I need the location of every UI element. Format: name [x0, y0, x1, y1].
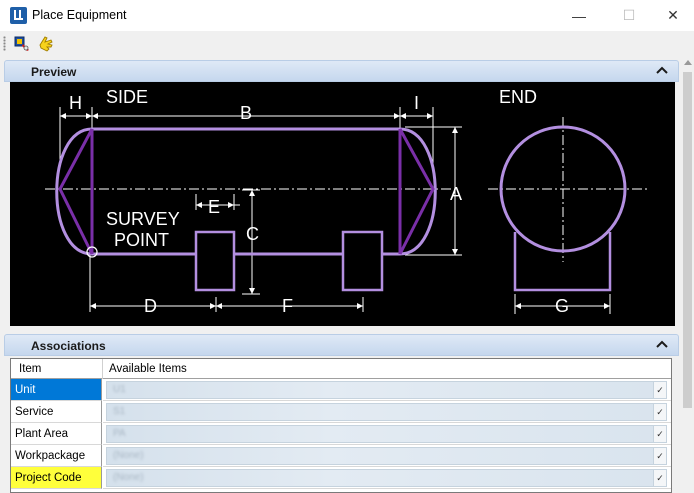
close-button[interactable]: ✕: [667, 7, 679, 23]
row-cell-available: U1 ✓: [103, 379, 671, 401]
row-cell-available: PA ✓: [103, 423, 671, 445]
left-head-cone: [58, 128, 94, 255]
window-title: Place Equipment: [32, 8, 127, 22]
preview-section-header[interactable]: Preview: [4, 60, 679, 82]
place-equipment-button[interactable]: [12, 34, 32, 54]
plant-area-dropdown-value: PA: [113, 428, 126, 439]
label-h: H: [69, 93, 82, 113]
row-label-service[interactable]: Service: [11, 401, 102, 423]
toolbar: [0, 31, 694, 56]
table-row[interactable]: Service S1 ✓: [11, 401, 671, 423]
label-i: I: [414, 93, 419, 113]
app-logo-icon: [10, 7, 27, 24]
row-label-project-code[interactable]: Project Code: [11, 467, 102, 489]
dropdown-arrow-icon[interactable]: ✓: [653, 426, 666, 442]
collapse-up-icon[interactable]: [656, 66, 668, 76]
horizontal-vessel-diagram: SIDE END H B I A E C SURVEY POINT D F G: [45, 87, 650, 316]
equipment-preview-drawing: SIDE END H B I A E C SURVEY POINT D F G: [10, 82, 675, 326]
row-cell-available: (None) ✓: [103, 467, 671, 489]
scroll-up-arrow-icon[interactable]: [684, 60, 692, 65]
associations-section-title: Associations: [31, 339, 106, 353]
column-header-available-items[interactable]: Available Items: [109, 363, 187, 375]
vertical-scrollbar[interactable]: [681, 56, 694, 493]
unit-dropdown-value: U1: [113, 384, 126, 395]
associations-grid: Item Available Items Unit U1 ✓ Service S…: [10, 358, 672, 493]
project-code-dropdown[interactable]: (None) ✓: [106, 469, 667, 487]
service-dropdown-value: S1: [113, 406, 126, 417]
row-cell-available: S1 ✓: [103, 401, 671, 423]
label-end: END: [499, 87, 537, 107]
collapse-up-icon[interactable]: [656, 340, 668, 350]
survey-point-marker: [86, 246, 98, 258]
dropdown-arrow-icon[interactable]: ✓: [653, 470, 666, 486]
place-equipment-icon: [14, 36, 29, 51]
end-view-saddle: [513, 232, 612, 292]
dropdown-arrow-icon[interactable]: ✓: [653, 382, 666, 398]
row-cell-available: (None) ✓: [103, 445, 671, 467]
table-row[interactable]: Unit U1 ✓: [11, 379, 671, 401]
associations-section-header[interactable]: Associations: [4, 334, 679, 356]
minimize-button[interactable]: —: [572, 7, 586, 24]
select-button[interactable]: [36, 34, 56, 54]
table-row[interactable]: Workpackage (None) ✓: [11, 445, 671, 467]
right-head-curve: [399, 127, 437, 256]
table-row[interactable]: Plant Area PA ✓: [11, 423, 671, 445]
hand-pointer-icon: [39, 36, 53, 52]
saddle-right: [341, 230, 384, 292]
label-d: D: [144, 296, 157, 316]
label-side: SIDE: [106, 87, 148, 107]
label-f: F: [282, 296, 293, 316]
toolbar-grip[interactable]: [3, 36, 6, 51]
label-survey-line2: POINT: [114, 230, 169, 250]
workpackage-dropdown-value: (None): [113, 450, 144, 461]
label-b: B: [240, 103, 252, 123]
label-c: C: [246, 224, 259, 244]
saddle-left: [194, 230, 236, 292]
label-g: G: [555, 296, 569, 316]
table-row[interactable]: Project Code (None) ✓: [11, 467, 671, 489]
dropdown-arrow-icon[interactable]: ✓: [653, 448, 666, 464]
row-label-plant-area[interactable]: Plant Area: [11, 423, 102, 445]
row-label-workpackage[interactable]: Workpackage: [11, 445, 102, 467]
preview-section-title: Preview: [31, 65, 77, 79]
plant-area-dropdown[interactable]: PA ✓: [106, 425, 667, 443]
unit-dropdown[interactable]: U1 ✓: [106, 381, 667, 399]
project-code-dropdown-value: (None): [113, 472, 144, 483]
label-survey-line1: SURVEY: [106, 209, 180, 229]
title-bar: Place Equipment — ☐ ✕: [0, 0, 694, 31]
left-head-curve: [55, 127, 93, 256]
right-head-cone: [398, 128, 435, 255]
dropdown-arrow-icon[interactable]: ✓: [653, 404, 666, 420]
scrollbar-thumb[interactable]: [683, 72, 692, 408]
label-a: A: [450, 184, 462, 204]
grid-header: Item Available Items: [11, 359, 671, 379]
scroll-area: Preview: [0, 56, 681, 493]
service-dropdown[interactable]: S1 ✓: [106, 403, 667, 421]
label-e: E: [208, 197, 220, 217]
column-header-item[interactable]: Item: [11, 359, 103, 379]
row-label-unit[interactable]: Unit: [11, 379, 102, 401]
end-view-circle: [499, 125, 627, 253]
maximize-button[interactable]: ☐: [622, 7, 636, 23]
workpackage-dropdown[interactable]: (None) ✓: [106, 447, 667, 465]
